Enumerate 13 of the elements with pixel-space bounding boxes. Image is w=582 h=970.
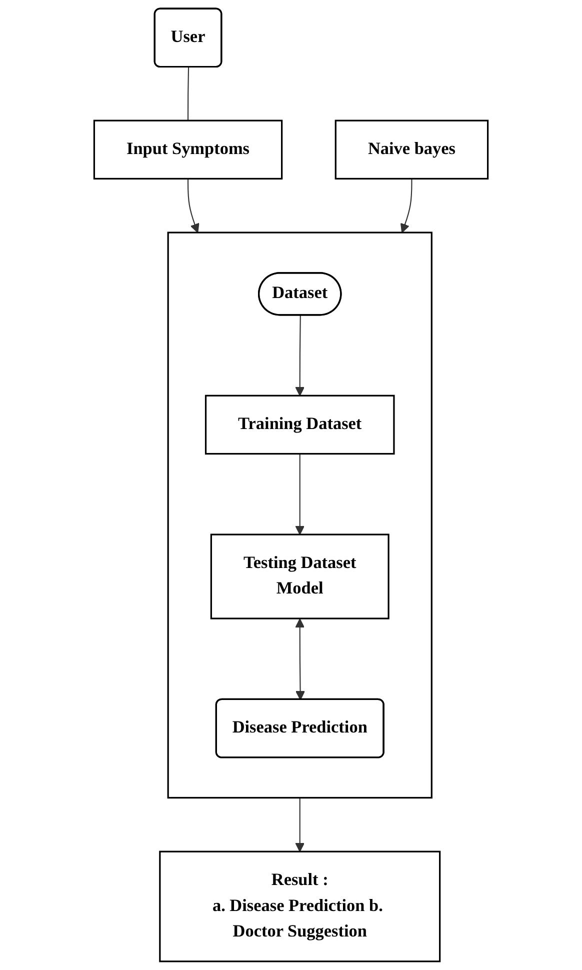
- connector: [187, 67, 190, 121]
- arrow: [400, 178, 412, 233]
- cluster: [167, 232, 432, 799]
- node-box: Result : a. Disease Prediction b. Doctor Suggestion: [159, 850, 441, 962]
- arrow: [295, 454, 305, 535]
- arrow: [187, 178, 200, 233]
- arrow: [295, 315, 305, 396]
- arrow: [295, 618, 306, 700]
- arrow: [295, 798, 305, 852]
- node-box: Testing Dataset Model: [210, 534, 390, 620]
- node-box: Input Symptoms: [93, 120, 283, 180]
- node-box: Naive bayes: [334, 120, 489, 180]
- node-box: Training Dataset: [204, 394, 395, 455]
